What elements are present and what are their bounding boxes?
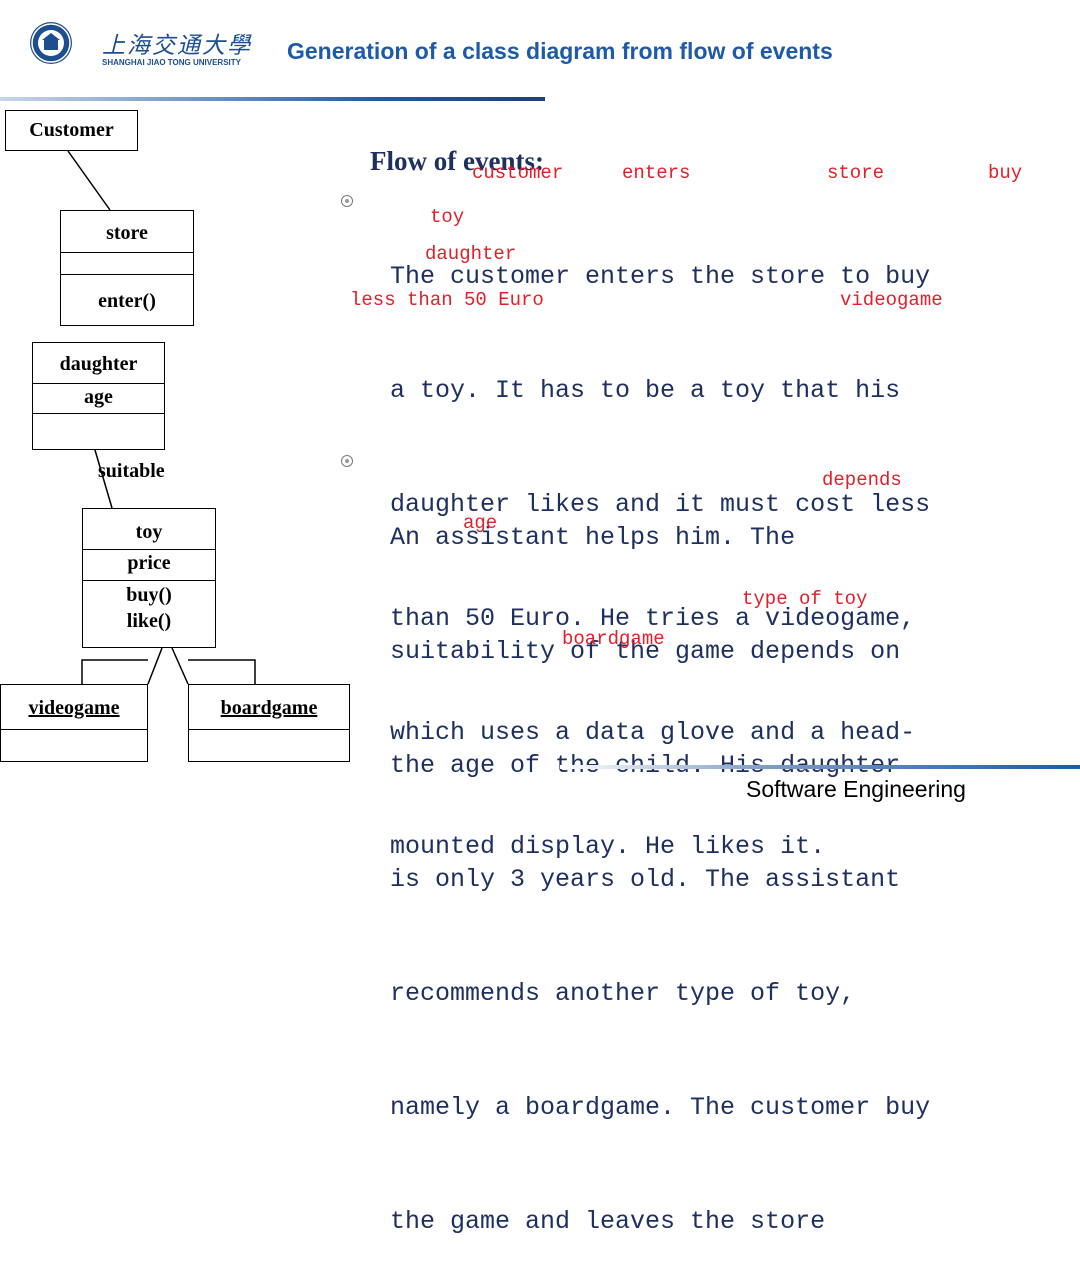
class-toy-attribute: price — [127, 552, 171, 574]
annotation-boardgame: boardgame — [562, 628, 665, 650]
flow-line: suitability of the game depends on — [390, 637, 901, 666]
flow-line: which uses a data glove and a head- — [390, 718, 916, 747]
university-name-en: SHANGHAI JIAO TONG UNIVERSITY — [102, 58, 241, 67]
flow-heading: Flow of events: — [370, 146, 544, 176]
bullet-icon — [341, 195, 353, 207]
class-boardgame: boardgame — [188, 684, 350, 762]
flow-line: namely a boardgame. The customer buy — [390, 1093, 931, 1122]
class-videogame: videogame — [0, 684, 148, 762]
flow-paragraph-2: An assistant helps him. The suitability … — [390, 443, 930, 1279]
flow-line: An assistant helps him. The — [390, 523, 796, 552]
annotation-daughter: daughter — [425, 243, 517, 265]
annotation-toy: toy — [430, 206, 465, 228]
class-store: store enter() — [60, 210, 194, 326]
footer-divider — [560, 765, 1080, 769]
flow-line: a toy. It has to be a toy that his — [390, 376, 901, 405]
footer-course-title: Software Engineering — [746, 776, 966, 802]
flow-line: recommends another type of toy, — [390, 979, 856, 1008]
flow-line: is only 3 years old. The assistant — [390, 865, 901, 894]
bullet-icon — [341, 455, 353, 467]
class-boardgame-name: boardgame — [220, 697, 318, 719]
flow-line: The customer enters the store to buy — [390, 262, 931, 291]
annotation-depends: depends — [822, 469, 902, 491]
class-toy-operation-buy: buy() — [126, 584, 172, 606]
annotation-buy: buy — [988, 162, 1023, 184]
class-toy: toy price buy() like() — [82, 508, 216, 648]
annotation-enters: enters — [622, 162, 691, 184]
class-toy-name: toy — [135, 521, 163, 543]
header-divider — [0, 97, 545, 101]
class-toy-operation-like: like() — [126, 610, 172, 632]
class-customer-name: Customer — [29, 119, 114, 141]
class-daughter-name: daughter — [59, 353, 138, 375]
university-logo-icon — [30, 22, 72, 64]
slide-title: Generation of a class diagram from flow … — [287, 38, 833, 64]
class-daughter-attribute: age — [84, 386, 113, 408]
flow-line: than 50 Euro. He tries a videogame, — [390, 604, 916, 633]
flow-line: daughter likes and it must cost less — [390, 490, 931, 519]
association-label: suitable — [98, 460, 165, 482]
class-videogame-name: videogame — [28, 697, 120, 719]
annotation-type-of-toy: type of toy — [742, 588, 868, 610]
flow-line: the game and leaves the store — [390, 1207, 826, 1236]
class-diagram-connectors — [67, 150, 256, 685]
university-name-cn: 上海交通大學 — [102, 33, 252, 59]
annotation-store: store — [827, 162, 885, 184]
class-customer: Customer — [5, 110, 138, 151]
annotation-videogame: videogame — [840, 289, 943, 311]
annotation-customer: customer — [472, 162, 564, 184]
class-store-operation: enter() — [98, 290, 156, 312]
annotation-age: age — [463, 512, 498, 534]
annotation-less-than-50-euro: less than 50 Euro — [350, 289, 544, 311]
class-store-name: store — [106, 222, 148, 244]
class-daughter: daughter age — [32, 342, 165, 450]
